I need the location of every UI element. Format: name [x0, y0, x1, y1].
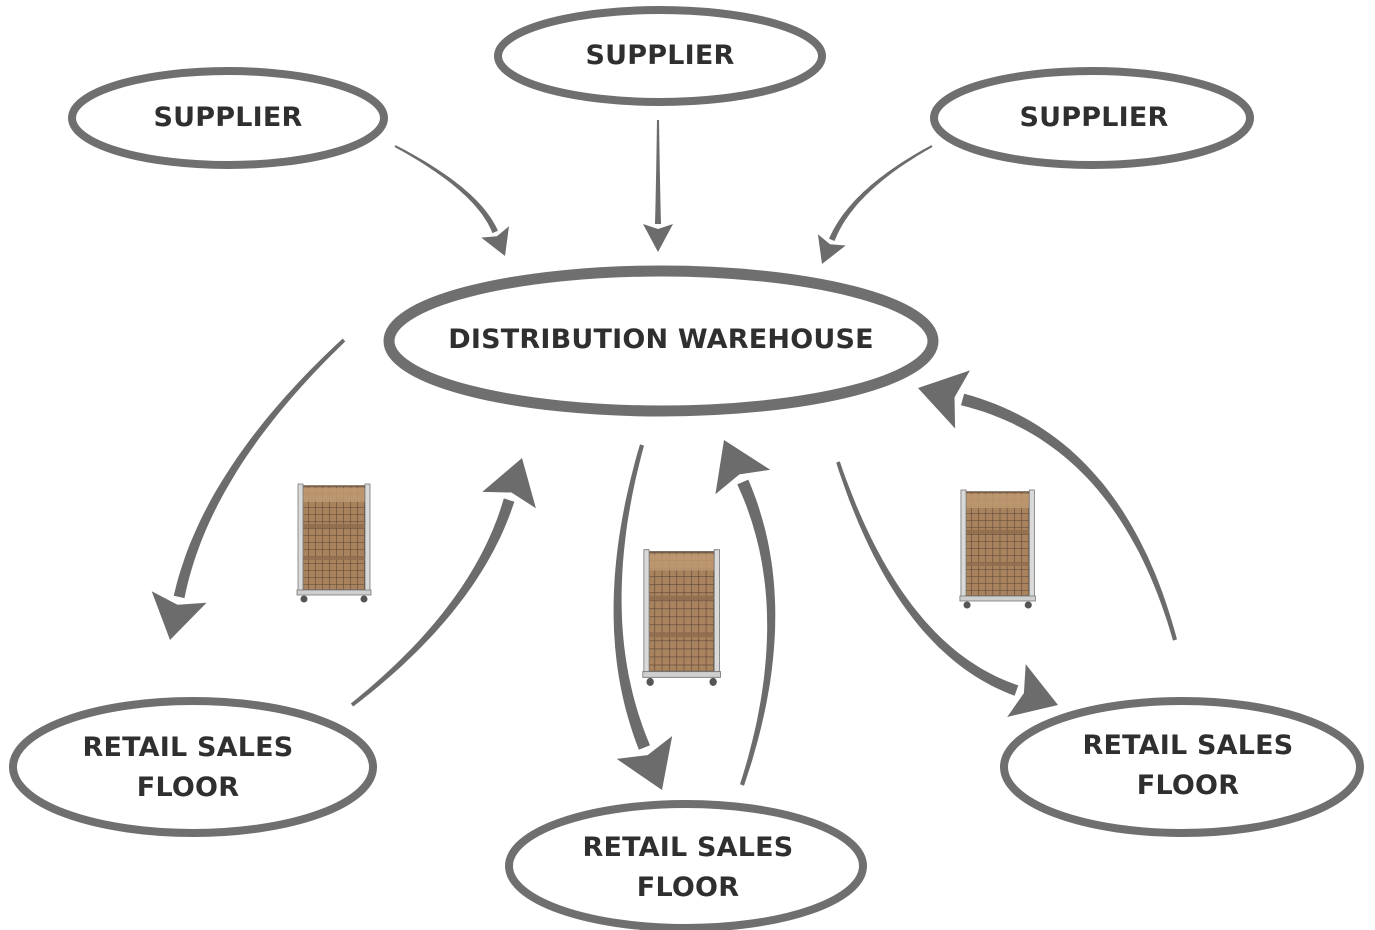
arrow-supplier-left-to-warehouse [394, 145, 509, 256]
arrow-supplier-center-to-warehouse [643, 120, 673, 252]
arrow-retail-center-to-warehouse-shaft [737, 479, 776, 786]
supplier-center-ring [494, 6, 826, 106]
retail-left-ring [9, 697, 377, 837]
arrow-retail-left-to-warehouse-shaft [350, 498, 515, 707]
arrow-retail-center-to-warehouse [715, 440, 776, 786]
arrow-supplier-center-to-warehouse-head [643, 224, 673, 252]
arrow-retail-right-to-warehouse-head [918, 370, 970, 429]
supplier-right-ring [930, 67, 1254, 169]
arrow-retail-center-to-warehouse-head [715, 440, 771, 495]
arrow-supplier-center-to-warehouse-shaft [655, 120, 661, 224]
arrow-warehouse-to-retail-right [836, 461, 1058, 717]
arrow-retail-right-to-warehouse [918, 370, 1177, 641]
supplier-right-label: SUPPLIER [1019, 101, 1169, 133]
arrow-warehouse-to-retail-left-head [151, 591, 207, 640]
node-rings [9, 6, 1364, 930]
arrow-supplier-left-to-warehouse-shaft [394, 145, 498, 234]
arrow-retail-left-to-warehouse [350, 458, 536, 707]
supplier-left-ring [68, 67, 388, 169]
arrow-supplier-right-to-warehouse-head [817, 234, 846, 264]
retail-center-ring [505, 800, 867, 930]
retail-center-label: RETAIL SALES FLOOR [582, 831, 794, 904]
arrow-supplier-right-to-warehouse-shaft [829, 145, 933, 241]
warehouse-ring [383, 265, 939, 417]
arrow-supplier-right-to-warehouse [817, 145, 933, 264]
arrow-warehouse-to-retail-right-head [1007, 664, 1058, 717]
roll-cage-cart-icon [959, 489, 1037, 610]
retail-right-ring [1000, 697, 1364, 837]
roll-cage-cart-icon [641, 548, 722, 687]
arrows-layer [151, 120, 1177, 790]
arrow-warehouse-to-retail-center-shaft [613, 444, 650, 750]
arrow-warehouse-to-retail-center [613, 444, 673, 790]
arrow-supplier-left-to-warehouse-head [481, 226, 509, 256]
arrow-retail-left-to-warehouse-head [482, 458, 536, 509]
retail-left-label: RETAIL SALES FLOOR [82, 731, 294, 804]
arrow-warehouse-to-retail-center-head [616, 736, 673, 790]
roll-cage-cart-icon [296, 483, 372, 604]
supplier-left-label: SUPPLIER [153, 101, 303, 133]
supplier-center-label: SUPPLIER [585, 39, 735, 71]
retail-right-label: RETAIL SALES FLOOR [1082, 729, 1294, 802]
warehouse-label: DISTRIBUTION WAREHOUSE [448, 323, 874, 355]
arrow-warehouse-to-retail-left [151, 338, 346, 640]
